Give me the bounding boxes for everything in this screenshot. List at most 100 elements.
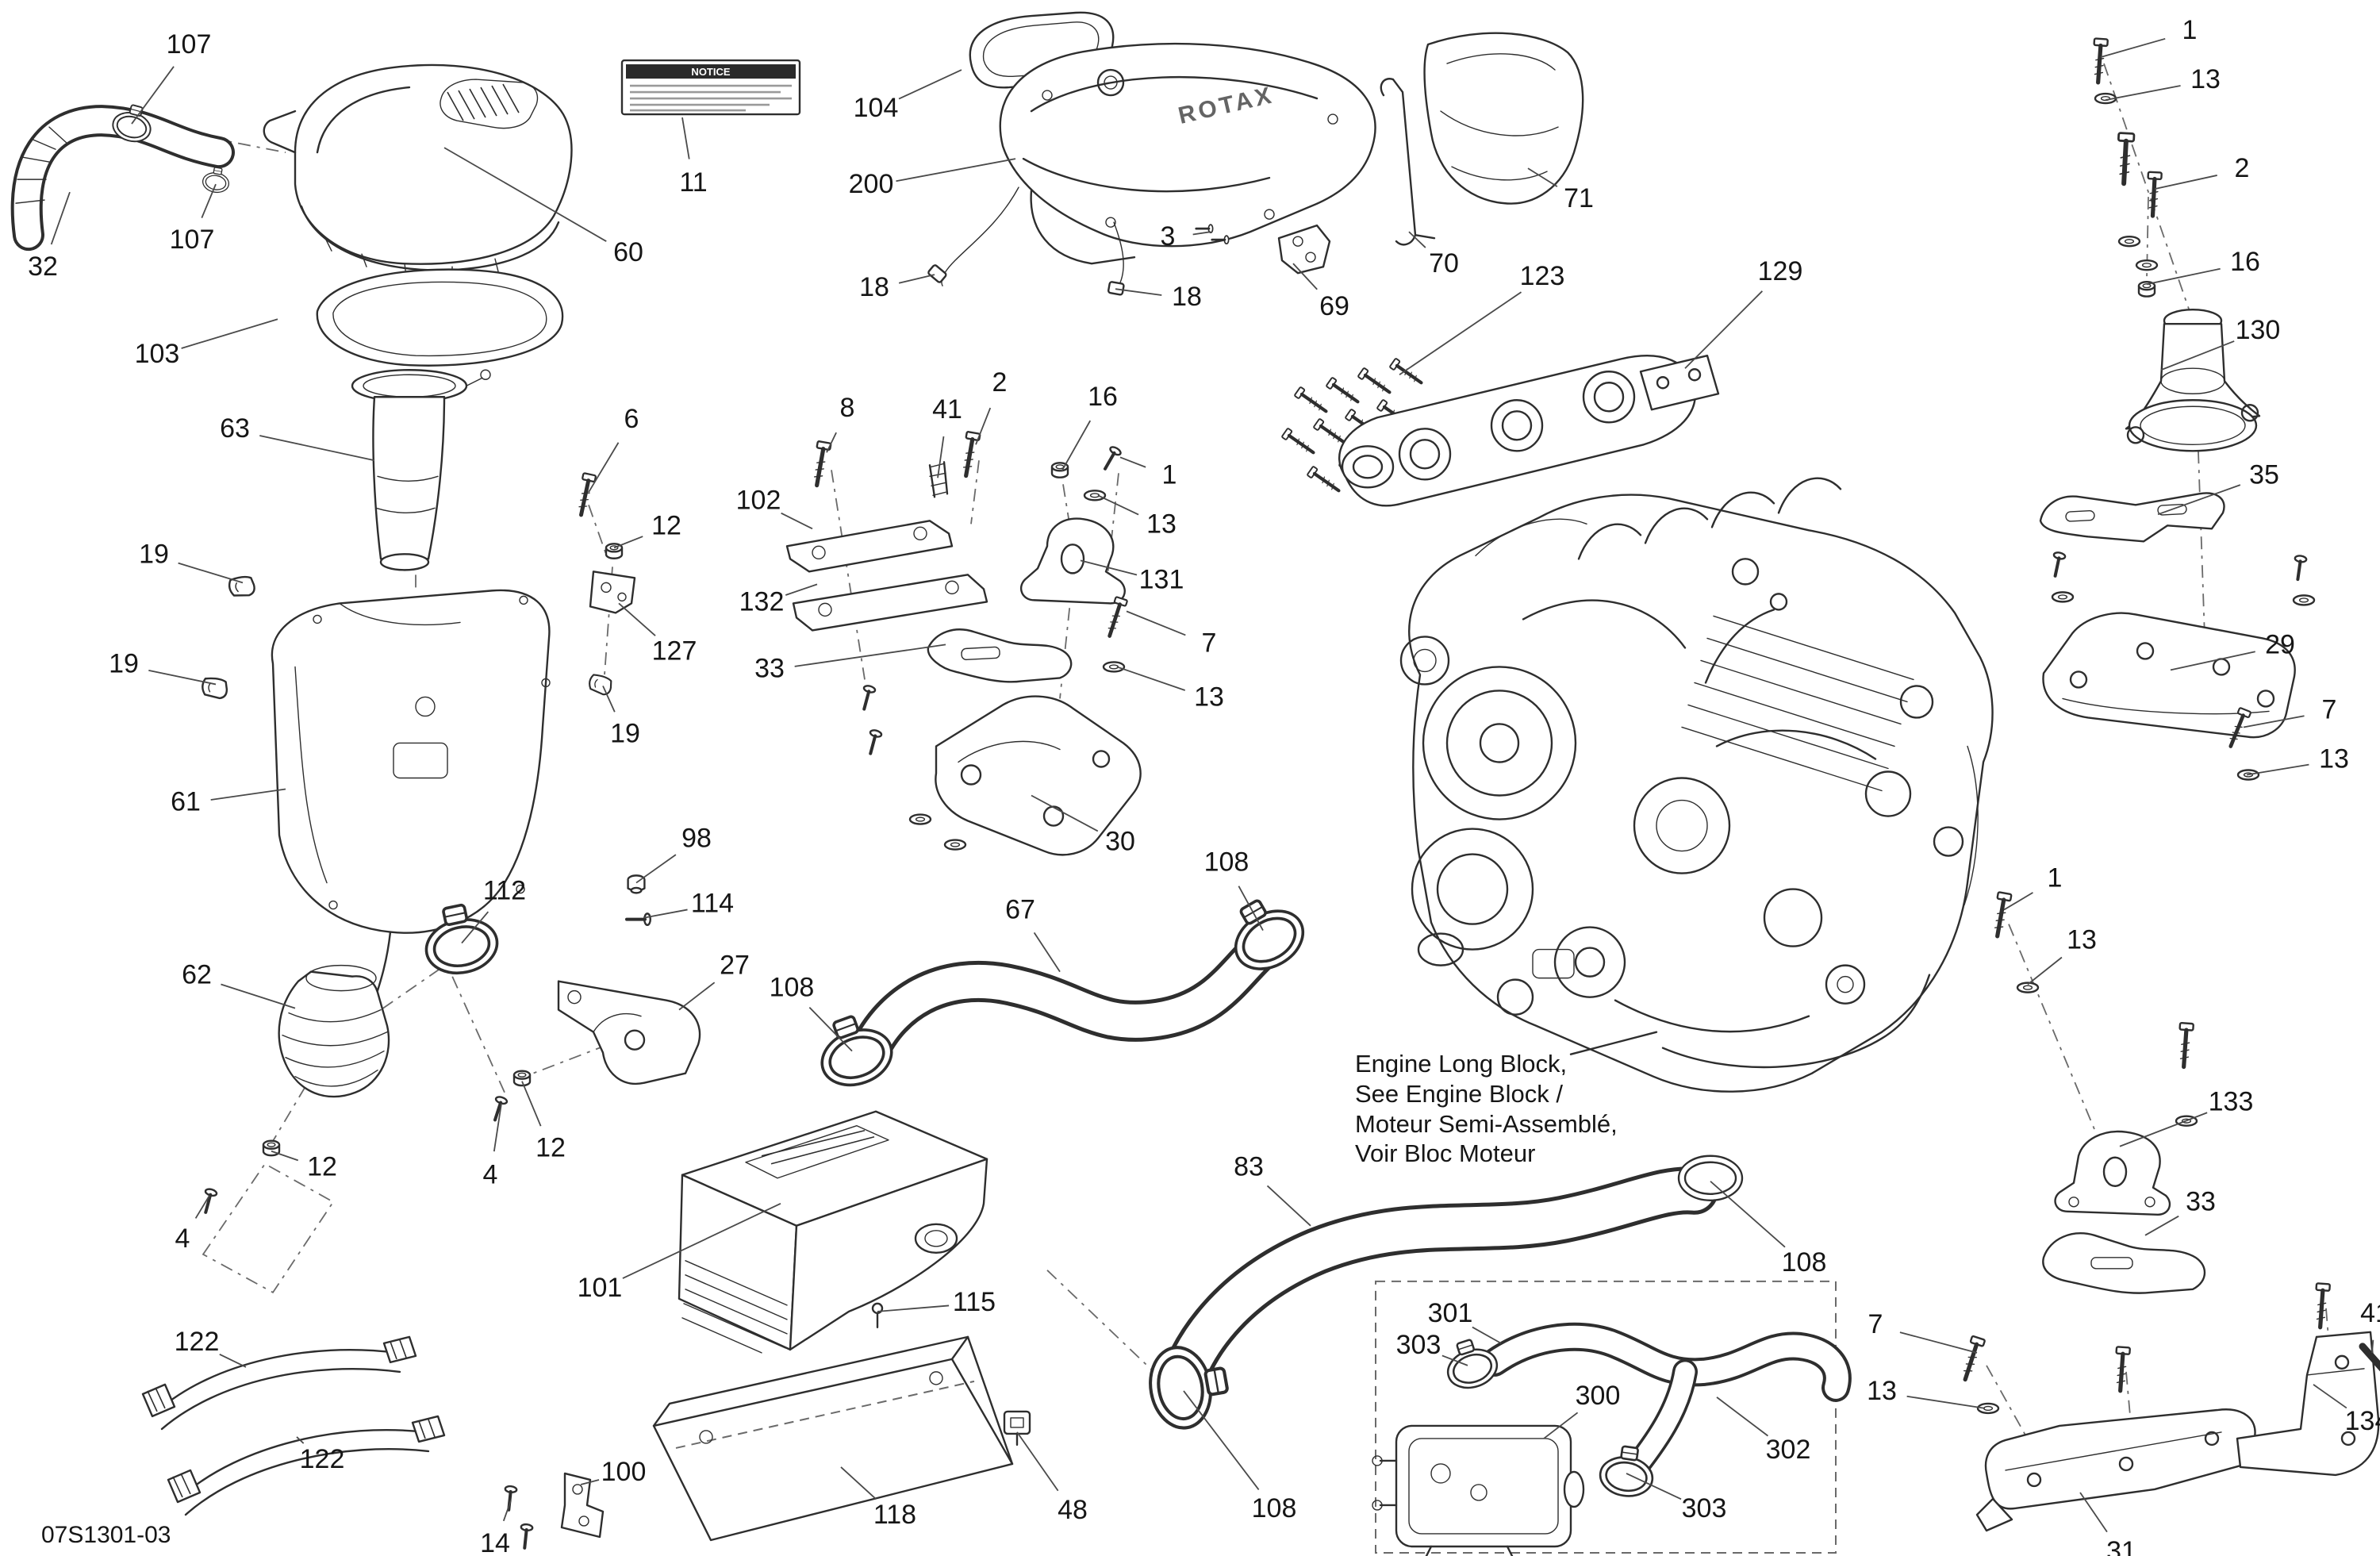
svg-text:NOTICE: NOTICE — [691, 66, 730, 78]
callout-leader — [1115, 288, 1162, 296]
exhaust-hose — [1144, 1155, 1744, 1433]
callout-leader — [221, 983, 296, 1009]
callout-label: 122 — [300, 1444, 345, 1474]
callout-label: 301 — [1428, 1298, 1473, 1328]
callout-label: 18 — [859, 272, 889, 302]
callout-label: 108 — [1204, 847, 1250, 878]
callout-leader — [1543, 1412, 1579, 1439]
callout-leader — [259, 435, 375, 462]
washer-icon — [2117, 235, 2141, 248]
callout-leader — [178, 562, 244, 584]
callout-leader — [1183, 1390, 1260, 1491]
support-straps — [141, 1335, 446, 1516]
hose-clamp-icon — [1438, 1332, 1503, 1395]
washer-icon — [943, 839, 967, 851]
outlet-hose — [808, 886, 1315, 1096]
engine-mount-cluster — [785, 432, 1142, 856]
right-mount-column — [2039, 38, 2316, 781]
callout-leader — [1033, 932, 1061, 973]
callout-label: 33 — [2186, 1187, 2216, 1217]
callout-leader — [1266, 1185, 1311, 1227]
callout-label: 130 — [2236, 315, 2281, 345]
callout-leader — [2100, 37, 2166, 58]
callout-leader — [826, 432, 837, 453]
document-code: 07S1301-03 — [41, 1522, 171, 1548]
bolt-icon — [2177, 1023, 2194, 1067]
notice-label: NOTICE — [620, 59, 801, 116]
callout-label: 41 — [932, 394, 962, 425]
callout-leader — [2243, 715, 2305, 728]
callout-label: 4 — [483, 1160, 498, 1190]
callout-leader — [2246, 763, 2309, 776]
callout-leader — [643, 909, 688, 919]
callout-label: 303 — [1682, 1493, 1727, 1523]
washer-icon — [2292, 594, 2316, 606]
callout-leader — [2313, 1384, 2347, 1409]
callout-leader — [2027, 956, 2063, 985]
callout-label: 13 — [1867, 1376, 1897, 1406]
callout-leader — [271, 1150, 299, 1162]
bolt-icon — [2313, 1283, 2330, 1327]
engine-note: Engine Long Block, See Engine Block / Mo… — [1355, 1050, 1618, 1168]
muffler-bracket — [503, 1302, 1031, 1549]
bolt-icon — [1990, 892, 2011, 937]
callout-leader — [1399, 291, 1522, 375]
callout-leader — [502, 1500, 512, 1522]
callout-label: 1 — [2048, 863, 2063, 893]
callout-leader — [443, 147, 607, 242]
callout-leader — [461, 911, 489, 944]
callout-label: 2 — [2235, 153, 2250, 183]
callout-leader — [635, 854, 677, 884]
callout-leader — [937, 436, 945, 478]
callout-label: 67 — [1005, 895, 1035, 925]
callout-label: 4 — [175, 1224, 190, 1254]
callout-leader — [2144, 1215, 2179, 1236]
callout-leader — [785, 583, 818, 596]
callout-leader — [1116, 666, 1186, 691]
callout-label: 104 — [854, 93, 899, 123]
callout-label: 41 — [2360, 1298, 2380, 1328]
callout-leader — [1097, 494, 1139, 516]
callout-leader — [2105, 85, 2181, 101]
callout-leader — [2371, 1339, 2374, 1353]
callout-label: 303 — [1396, 1330, 1441, 1360]
callout-label: 12 — [536, 1133, 566, 1163]
callout-label: 103 — [135, 339, 180, 369]
callout-label: 60 — [613, 237, 643, 267]
callout-leader — [131, 66, 175, 125]
callout-leader — [1710, 1181, 1786, 1248]
callout-leader — [1906, 1395, 1986, 1409]
exhaust-assembly-inset — [1372, 1280, 1852, 1556]
heat-shield — [652, 1335, 1014, 1542]
callout-label: 2 — [992, 367, 1008, 398]
clip-nut-icon — [1003, 1410, 1031, 1435]
callout-label: 118 — [873, 1500, 916, 1530]
callout-leader — [840, 1466, 877, 1500]
callout-leader — [896, 158, 1016, 182]
callout-leader — [148, 670, 217, 686]
callout-label: 129 — [1758, 256, 1803, 286]
callout-label: 7 — [2322, 694, 2337, 724]
callout-leader — [1061, 420, 1092, 472]
callout-leader — [296, 1436, 305, 1444]
callout-label: 13 — [2190, 64, 2221, 94]
clip-icon — [200, 676, 229, 700]
callout-label: 122 — [175, 1327, 220, 1357]
rear-mount-group — [1990, 892, 2206, 1294]
callout-label: 13 — [1146, 509, 1177, 539]
callout-label: 7 — [1868, 1309, 1883, 1339]
callout-label: 132 — [739, 586, 785, 617]
callout-label: 108 — [1782, 1247, 1827, 1277]
intake-elbow — [278, 897, 701, 1098]
screw-icon — [865, 729, 882, 755]
callout-leader — [493, 1103, 502, 1152]
washer-icon — [908, 813, 932, 825]
intake-hose — [10, 100, 235, 252]
callout-leader — [580, 1479, 600, 1485]
bolt-icon — [1959, 1336, 1985, 1382]
washer-icon — [1083, 490, 1107, 501]
callout-leader — [1899, 1331, 1978, 1354]
callout-label: 115 — [953, 1287, 996, 1317]
screw-icon — [200, 1188, 217, 1214]
